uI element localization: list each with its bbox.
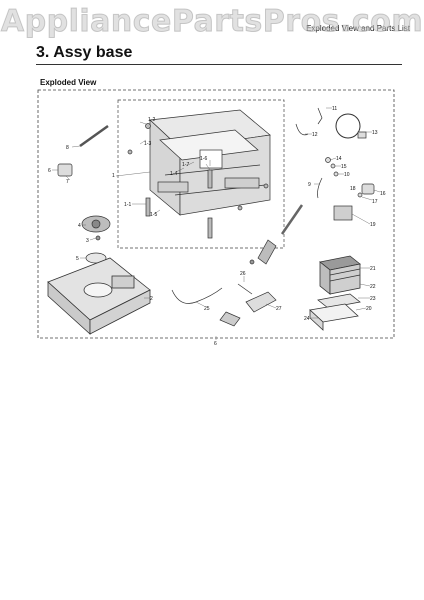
part-label: 4: [78, 223, 81, 229]
leader-lines: [52, 107, 381, 340]
part-label: 1-1: [124, 202, 131, 208]
title-rule: [36, 64, 402, 65]
part-label: 5: [76, 256, 79, 262]
section-title: 3. Assy base: [36, 44, 133, 61]
part-label: 3: [86, 238, 89, 244]
part-label: 24: [304, 316, 310, 322]
part-label: 25: [204, 306, 210, 312]
part-label: 7: [66, 179, 69, 185]
part-label: 1-7: [182, 162, 189, 168]
inner-dashed-frame: [117, 99, 285, 249]
part-label: 1-5: [150, 212, 157, 218]
part-label: 27: [276, 306, 282, 312]
parts-list-label: Exploded View and Parts List: [306, 24, 410, 33]
filter-assembly-drawing: [309, 255, 361, 331]
part-label: 8: [66, 145, 69, 151]
part-label: 12: [312, 132, 318, 138]
part-label: 6: [48, 168, 51, 174]
sump-drawing: [47, 257, 151, 335]
lower-parts-drawing: [171, 259, 277, 327]
left-parts-drawing: [57, 124, 111, 264]
part-label: 1-2: [148, 117, 155, 123]
part-label: 21: [370, 266, 376, 272]
part-label: 22: [370, 284, 376, 290]
part-label: 1-6: [200, 156, 207, 162]
part-label: 26: [240, 271, 246, 277]
part-label: 19: [370, 222, 376, 228]
part-label: 11: [332, 106, 337, 112]
part-label: 18: [350, 186, 356, 192]
part-label: 1-4: [170, 171, 177, 177]
part-labels: 1 1-1 1-2 1-3 1-4 1-5 1-6 1-7 2 3 4 5 6 …: [48, 106, 386, 347]
diagram-subtitle: Exploded View: [40, 78, 97, 87]
part-label: 16: [380, 191, 386, 197]
part-label: 23: [370, 296, 376, 302]
part-label: 9: [308, 182, 311, 188]
leveling-legs: [127, 123, 269, 239]
part-label: 20: [366, 306, 372, 312]
part-label: 2: [150, 296, 153, 302]
mid-parts-drawing: [257, 204, 304, 265]
part-label: 17: [372, 199, 378, 205]
part-label: 15: [341, 164, 347, 170]
base-frame-drawing: [149, 109, 271, 216]
right-top-parts-drawing: [295, 107, 375, 221]
part-label: 14: [336, 156, 342, 162]
frame-bottom-label: 6: [214, 341, 217, 347]
part-label: 1-3: [144, 141, 151, 147]
part-label: 13: [372, 130, 378, 136]
part-label: 1: [112, 173, 115, 179]
part-label: 10: [344, 172, 350, 178]
